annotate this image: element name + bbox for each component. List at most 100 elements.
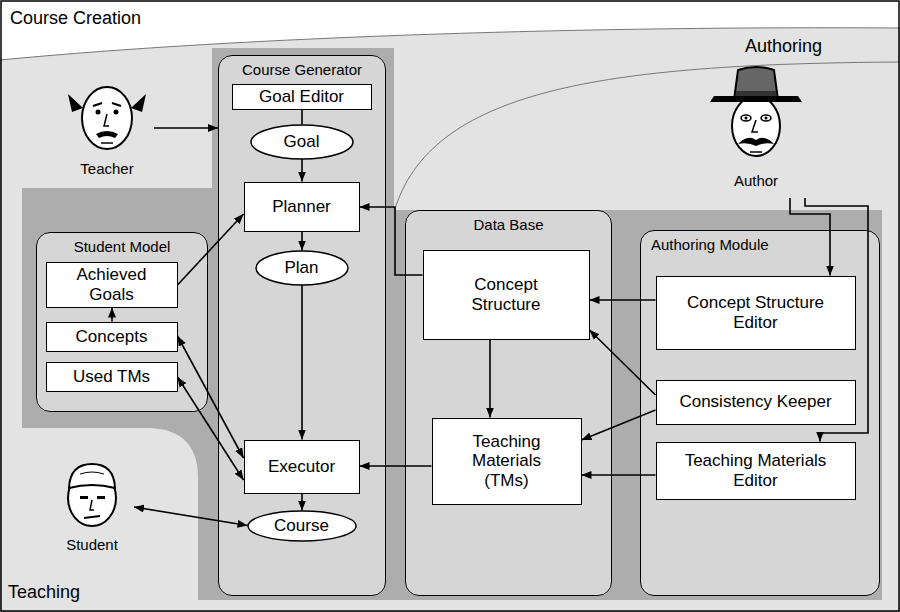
face-part [93,103,121,106]
arrow-connector [489,340,491,418]
face-part [69,464,115,488]
module-fills [36,55,880,596]
node-label: Executor [268,457,335,477]
module-fill [640,230,880,596]
region-label: Teaching [8,582,80,603]
module-title: Course Generator [219,61,385,78]
module-fill [36,232,208,412]
arrow-connector [134,507,248,526]
student-figure: Student [50,452,134,562]
node-label: Author [734,172,778,189]
module-fill [405,210,612,596]
module-title: Authoring Module [641,236,879,253]
teacher-figure: Teacher [60,68,154,190]
ellipse-shape [248,511,356,541]
authoring-region-edge [394,62,900,212]
process-box: Executor [244,440,360,494]
node-label: Consistency Keeper [679,392,831,412]
face-part [738,138,774,146]
arrow-connector [582,474,656,476]
module-box: Authoring ModuleConcept Structure Editor… [640,230,880,596]
module-title: Data Base [406,216,611,233]
node-label: Plan [284,258,318,278]
face-part [131,94,146,112]
author-figure: Author [698,62,814,198]
node-label: Planner [272,197,331,217]
node-label: Used TMs [73,367,150,387]
arrow-connector [178,214,244,285]
arrow-connector [360,207,423,275]
process-box: Goal Editor [232,84,372,110]
ellipse-shape [256,251,348,285]
arrow-connector [301,232,303,251]
data-box: Concepts [46,322,178,352]
data-ellipse: Course [247,510,357,542]
node-label: Goal [284,132,320,152]
arrow-connector [590,299,656,301]
arrow-connector [790,198,830,276]
module-title: Student Model [37,238,207,255]
data-box: Used TMs [46,362,178,392]
system-region [22,48,882,600]
region-label: Authoring [745,36,822,57]
process-box: Consistency Keeper [656,380,856,425]
face-part [752,120,758,132]
node-label: Concepts [76,327,148,347]
arrow-connector [301,494,303,511]
module-fill [218,55,386,596]
face-part [732,96,780,156]
arrow-connector [582,410,656,440]
face-part [96,131,118,138]
face-icon [698,62,814,172]
face-part [745,117,748,120]
face-part [80,472,104,474]
face-part [84,516,100,518]
node-label: Concept Structure Editor [671,293,841,332]
process-box: Planner [244,182,360,232]
face-part [710,96,802,102]
face-part [96,110,101,115]
face-part [750,151,762,153]
process-box: Concept Structure Editor [656,276,856,350]
data-ellipse: Goal [250,124,354,160]
node-label: Teacher [80,160,133,177]
module-box: Data BaseConcept StructureTeaching Mater… [405,210,612,596]
face-part [734,67,778,100]
face-part [761,115,771,121]
face-part [90,500,94,510]
module-box: Course GeneratorGoal EditorGoalPlannerPl… [218,55,386,596]
face-part [97,496,105,499]
arrow-connector [178,377,244,480]
node-label: Achieved Goals [62,265,162,304]
data-box: Concept Structure [423,250,590,340]
node-label: Teaching Materials (TMs) [457,432,557,491]
arrow-connector [301,284,303,439]
module-box: Student ModelAchieved GoalsConceptsUsed … [36,232,208,412]
arrow-connector [178,336,244,458]
face-part [82,87,132,149]
face-icon [60,68,154,160]
face-part [765,117,768,120]
face-part [80,496,88,499]
node-label: Course [274,516,329,536]
course-creation-region [0,28,900,612]
node-label: Student [66,536,118,553]
arrow-connector [301,110,303,125]
data-box: Achieved Goals [46,262,178,308]
arrow-connector [301,158,303,181]
face-part [68,94,83,112]
arrow-connector [360,465,432,467]
face-part [741,115,751,121]
face-part [104,114,109,126]
node-label: Teaching Materials Editor [671,451,841,490]
face-part [101,142,113,144]
region-label: Course Creation [10,8,141,29]
data-box: Teaching Materials (TMs) [432,418,582,505]
face-part [114,110,119,115]
face-icon [50,452,134,536]
arrow-connector [154,127,218,129]
arrow-connector [590,330,656,395]
